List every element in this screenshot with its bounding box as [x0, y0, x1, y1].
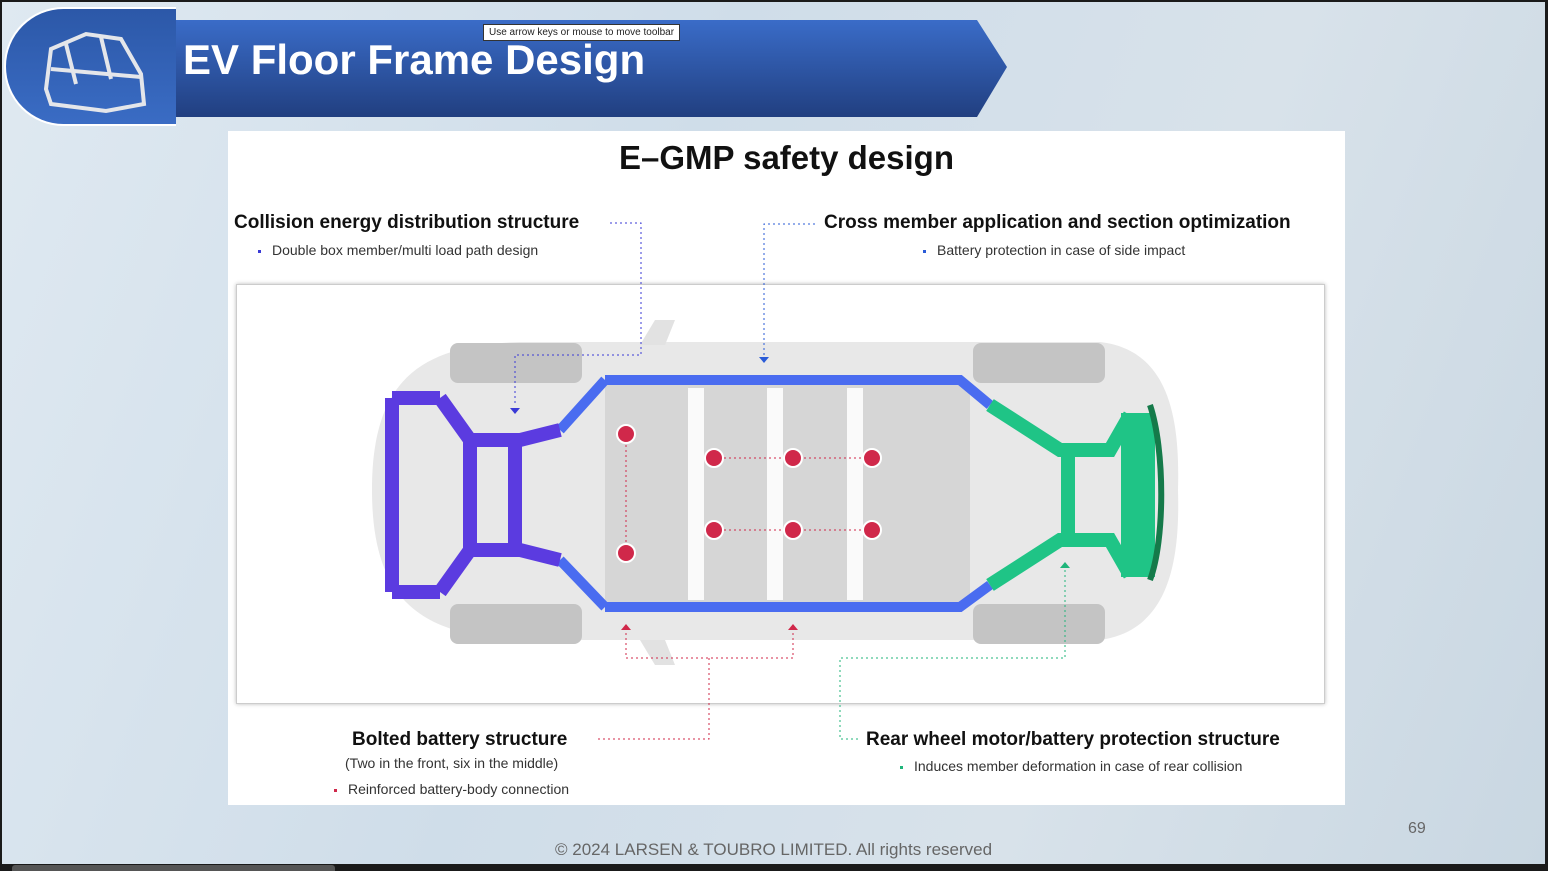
toolbar-tooltip: Use arrow keys or mouse to move toolbar — [483, 24, 681, 41]
callout-heading-rear: Rear wheel motor/battery protection stru… — [866, 729, 1280, 750]
bullet-icon — [334, 788, 337, 792]
wheel-front-left — [450, 343, 582, 383]
callout-heading-bolted: Bolted battery structure — [352, 729, 568, 750]
wheel-rear-right — [973, 604, 1105, 644]
wheels — [450, 343, 1105, 644]
bolt-icon — [616, 424, 636, 444]
callout-bullet-bolted: Reinforced battery-body connection — [334, 781, 569, 797]
car-body-logo — [4, 7, 176, 126]
rear-frame — [986, 399, 1155, 591]
bolt-icon — [704, 448, 724, 468]
page-number: 69 — [1408, 820, 1426, 837]
bolt-icon — [704, 520, 724, 540]
bolt-icon — [862, 448, 882, 468]
front-frame — [385, 391, 562, 599]
callout-bullet-cross-member: Battery protection in case of side impac… — [923, 242, 1185, 258]
bolt-icon — [862, 520, 882, 540]
callout-heading-cross-member: Cross member application and section opt… — [824, 212, 1291, 233]
panel-title: E–GMP safety design — [618, 139, 954, 176]
battery-bolts — [616, 424, 882, 563]
callout-bullet-collision: Double box member/multi load path design — [258, 242, 538, 258]
arrow-markers — [510, 357, 1070, 630]
bolt-icon — [616, 543, 636, 563]
callout-sub-bolted: (Two in the front, six in the middle) — [345, 755, 559, 771]
side-frame — [556, 375, 994, 612]
page-title: EV Floor Frame Design — [183, 36, 646, 83]
car-frame-icon — [43, 31, 147, 114]
bullet-icon — [923, 249, 926, 253]
copyright-footer: © 2024 LARSEN & TOUBRO LIMITED. All righ… — [555, 840, 993, 859]
callout-heading-collision: Collision energy distribution structure — [234, 212, 580, 233]
bullet-icon — [900, 765, 903, 769]
bolt-icon — [783, 520, 803, 540]
wheel-front-right — [450, 604, 582, 644]
callout-bullet-rear: Induces member deformation in case of re… — [900, 758, 1242, 774]
wheel-rear-left — [973, 343, 1105, 383]
bolt-icon — [783, 448, 803, 468]
battery-pack — [605, 385, 970, 603]
bullet-icon — [258, 249, 261, 253]
horizontal-scrollbar[interactable] — [12, 865, 335, 871]
title-banner — [152, 20, 1007, 117]
